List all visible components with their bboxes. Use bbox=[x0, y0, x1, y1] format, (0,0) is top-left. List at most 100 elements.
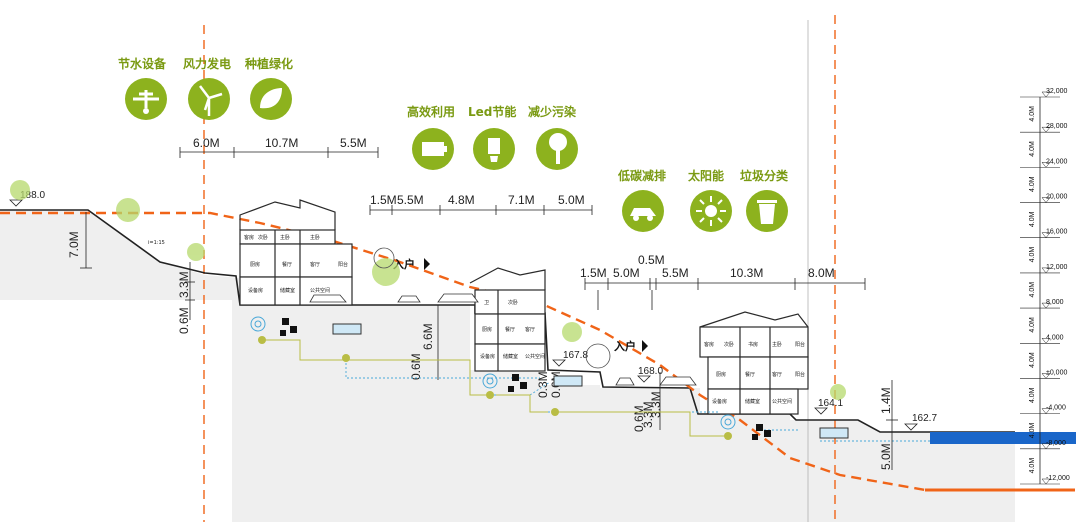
scale-marker bbox=[1041, 408, 1051, 415]
tree-shrubs bbox=[10, 180, 846, 400]
room-h1-d: 主卧 bbox=[310, 234, 320, 241]
scale-marker bbox=[1041, 302, 1051, 309]
scale-step-label: 4.0M bbox=[1029, 247, 1036, 263]
elevation-5: 162.7 bbox=[912, 413, 937, 424]
scale-tick-label: 20,000 bbox=[1046, 194, 1068, 201]
pump-symbols bbox=[250, 316, 736, 430]
elevation-4: 164.1 bbox=[818, 398, 843, 409]
dim-mid-3: 4.8M bbox=[448, 193, 475, 207]
vdim-1: 7.0M bbox=[67, 231, 81, 258]
scale-step-label: 4.0M bbox=[1029, 211, 1036, 227]
vdim-5: 0.6M bbox=[409, 353, 423, 380]
house-3 bbox=[699, 311, 809, 415]
battery-efficiency-icon bbox=[412, 128, 454, 170]
scale-tick-label: -4,000 bbox=[1046, 405, 1066, 412]
room-h2-a: 卫 bbox=[484, 300, 489, 306]
category-label: 太阳能 bbox=[688, 169, 725, 183]
category-label: 高效利用 bbox=[407, 105, 456, 119]
room-h1-j: 储藏室 bbox=[280, 287, 295, 294]
scale-tick-label: 28,000 bbox=[1046, 123, 1068, 130]
tree-pollution-icon bbox=[536, 128, 578, 170]
scale-tick-label: 16,000 bbox=[1046, 229, 1068, 236]
scale-marker bbox=[1041, 232, 1051, 239]
elevation-marks bbox=[9, 199, 918, 431]
scale-step-label: 4.0M bbox=[1029, 422, 1036, 438]
scale-marker bbox=[1041, 443, 1051, 450]
water-saving-icon bbox=[125, 78, 167, 120]
entry-label-2: 入户 bbox=[614, 339, 636, 353]
scale-marker bbox=[1041, 338, 1051, 344]
scale-tick-label: ±0,000 bbox=[1046, 369, 1067, 376]
led-bulb-icon bbox=[473, 128, 515, 170]
wind-turbine-icon bbox=[188, 78, 230, 120]
category-label: 垃圾分类 bbox=[740, 169, 789, 183]
vdim-8: 1.4M bbox=[879, 387, 893, 414]
room-h1-g: 客厅 bbox=[310, 261, 320, 268]
room-h1-h: 阳台 bbox=[338, 261, 348, 268]
vdim-12: 3.3M bbox=[641, 401, 655, 428]
vdim-6: 3.3M bbox=[649, 391, 663, 418]
vdim-11: 0.3M bbox=[536, 371, 550, 398]
room-h3-b: 次卧 bbox=[724, 341, 734, 348]
scale-tick-label: 32,000 bbox=[1046, 88, 1068, 95]
tank-symbols bbox=[332, 323, 849, 439]
category-label: 节水设备 bbox=[118, 57, 167, 71]
room-h3-e: 阳台 bbox=[795, 341, 805, 348]
dim-mid-5: 5.0M bbox=[558, 193, 585, 207]
dim-right-1: 1.5M bbox=[580, 266, 607, 280]
scale-marker bbox=[1041, 478, 1051, 485]
equipment-blocks bbox=[280, 318, 771, 440]
scale-step-label: 4.0M bbox=[1029, 317, 1036, 333]
room-h3-h: 客厅 bbox=[772, 371, 782, 378]
scale-marker bbox=[1041, 91, 1051, 98]
terrain-profile-line bbox=[0, 209, 1015, 433]
scale-tick-label: -12,000 bbox=[1046, 475, 1070, 482]
room-h2-b: 次卧 bbox=[508, 299, 518, 306]
scale-step-label: 4.0M bbox=[1029, 176, 1036, 192]
room-h1-b: 次卧 bbox=[258, 234, 268, 241]
dim-top-1: 6.0M bbox=[193, 136, 220, 150]
scale-step-label: 4.0M bbox=[1029, 141, 1036, 157]
dim-right-top: 0.5M bbox=[638, 253, 665, 267]
scale-marker bbox=[1041, 373, 1051, 379]
vertical-dim-lines bbox=[80, 212, 898, 470]
dim-mid-1: 1.5M bbox=[370, 193, 397, 207]
trash-sorting-icon bbox=[746, 190, 788, 232]
scale-tick-label: 8,000 bbox=[1046, 299, 1064, 306]
scale-tick-label: -8,000 bbox=[1046, 440, 1066, 447]
house-1 bbox=[239, 199, 353, 306]
scale-tick-label: 12,000 bbox=[1046, 264, 1068, 271]
scale-step-label: 4.0M bbox=[1029, 458, 1036, 474]
scale-step-label: 4.0M bbox=[1029, 352, 1036, 368]
room-h2-f: 设备房 bbox=[480, 353, 495, 360]
elevation-3: 168.0 bbox=[638, 366, 663, 377]
dim-mid-4: 7.1M bbox=[508, 193, 535, 207]
room-h3-a: 客房 bbox=[704, 341, 714, 348]
category-label: 种植绿化 bbox=[245, 57, 294, 71]
room-h3-j: 设备房 bbox=[712, 398, 727, 405]
solar-sun-icon bbox=[690, 190, 732, 232]
room-h3-i: 阳台 bbox=[795, 371, 805, 378]
room-h2-g: 储藏室 bbox=[503, 353, 518, 360]
scale-marker bbox=[1041, 126, 1051, 133]
dim-row-right bbox=[584, 278, 866, 310]
low-carbon-car-icon bbox=[622, 190, 664, 232]
ground-fill bbox=[0, 210, 1015, 522]
elevation-1: 188.0 bbox=[20, 190, 45, 201]
room-h1-e: 厨房 bbox=[250, 261, 260, 268]
tree-outlines bbox=[373, 247, 611, 369]
dim-row-top bbox=[179, 147, 379, 158]
room-h3-d: 主卧 bbox=[772, 341, 782, 348]
dim-right-2: 5.0M bbox=[613, 266, 640, 280]
entry-arrow-1 bbox=[424, 258, 430, 270]
room-h2-h: 公共空间 bbox=[525, 353, 545, 360]
vdim-4: 6.6M bbox=[421, 323, 435, 350]
scale-step-label: 4.0M bbox=[1029, 387, 1036, 403]
category-label: 风力发电 bbox=[183, 57, 232, 71]
dim-mid-2: 5.5M bbox=[397, 193, 424, 207]
scale-marker bbox=[1041, 197, 1051, 203]
scale-tick-label: 4,000 bbox=[1046, 334, 1064, 341]
slope-label: i=1:15 bbox=[148, 240, 165, 246]
